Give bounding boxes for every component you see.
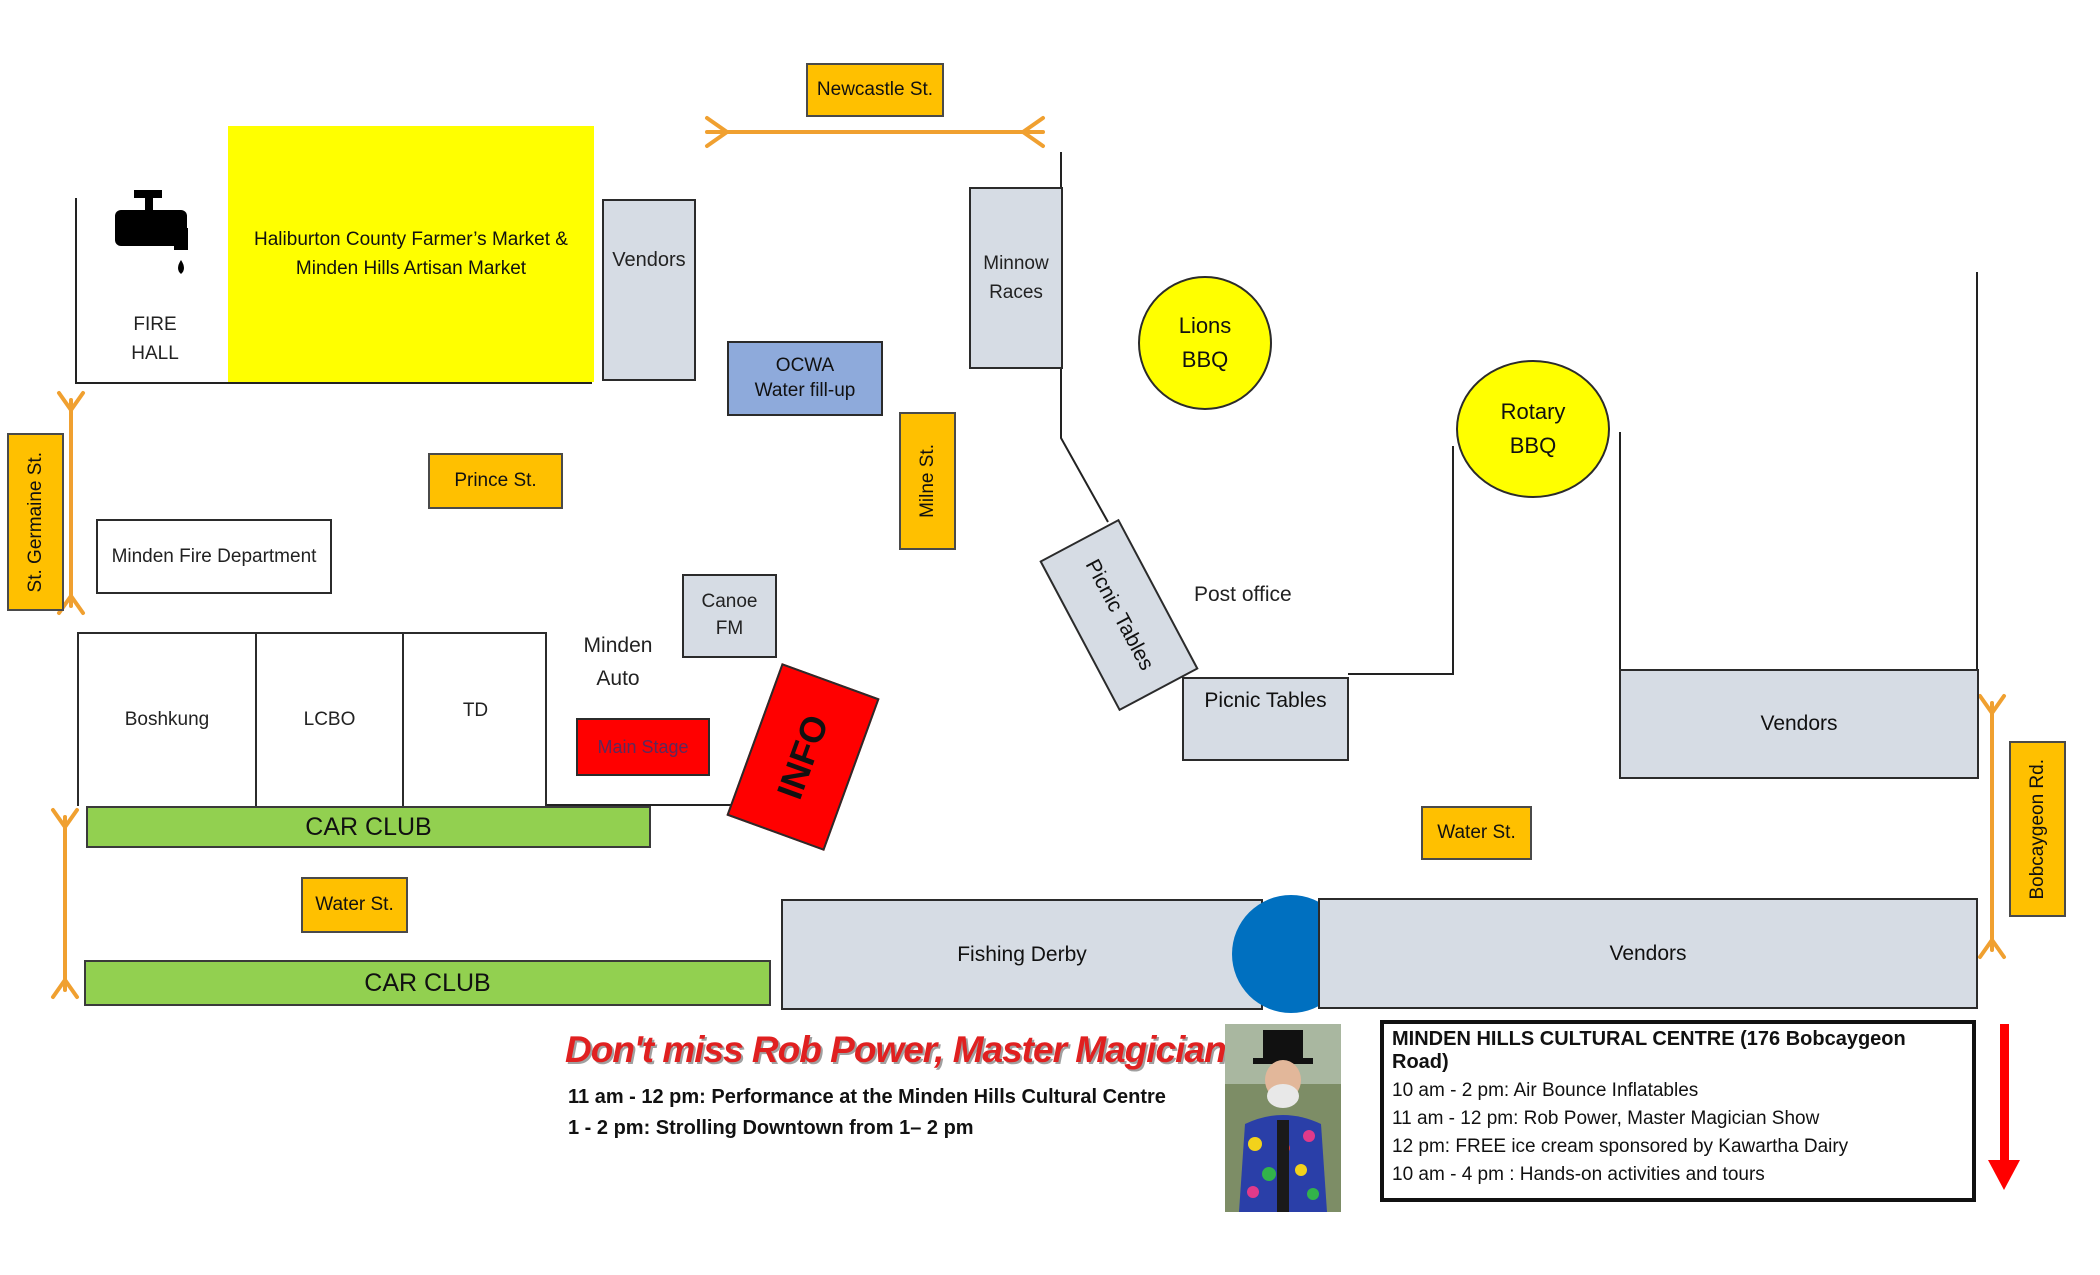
main-stage: Main Stage (576, 718, 710, 776)
minden-fire-department: Minden Fire Department (96, 519, 332, 594)
lcbo-shop: LCBO (257, 634, 404, 806)
st-germaine-street-sign: St. Germaine St. (7, 433, 64, 611)
cultural-centre-item: 11 am - 12 pm: Rob Power, Master Magicia… (1392, 1108, 1820, 1129)
vendors-bottom: Vendors (1318, 898, 1978, 1009)
st-germaine-street-label: St. Germaine St. (24, 451, 46, 593)
newcastle-street-sign: Newcastle St. (806, 63, 944, 117)
canoe-fm: Canoe FM (682, 574, 777, 658)
water-street-sign-left: Water St. (301, 877, 408, 933)
minden-auto-label: Minden Auto (583, 634, 653, 690)
magician-promo-title: Don't miss Rob Power, Master Magician! (565, 1029, 1238, 1070)
car-club-bottom: CAR CLUB (84, 960, 771, 1006)
magician-promo-line-1: 11 am - 12 pm: Performance at the Minden… (568, 1086, 1166, 1108)
vendors-top: Vendors (602, 199, 696, 381)
shops-row: Boshkung LCBO TD (77, 632, 547, 806)
cultural-centre-title: MINDEN HILLS CULTURAL CENTRE (176 Bobcay… (1392, 1028, 1906, 1073)
cultural-centre-item: 10 am - 2 pm: Air Bounce Inflatables (1392, 1080, 1699, 1101)
farmers-market: Haliburton County Farmer’s Market & Mind… (228, 126, 594, 382)
milne-street-label: Milne St. (916, 444, 938, 518)
picnic-tables-angled-label: Picnic Tables (1080, 555, 1159, 675)
fire-hall-label: FIRE HALL (131, 314, 179, 365)
magician-photo (1225, 1024, 1341, 1212)
post-office-label: Post office (1194, 583, 1292, 606)
prince-street-sign: Prince St. (428, 453, 563, 509)
red-down-arrow-icon (1988, 1024, 2020, 1190)
rotary-bbq: Rotary BBQ (1456, 360, 1610, 498)
ocwa-water-fill-up: OCWA Water fill-up (727, 341, 883, 416)
cultural-centre-schedule: MINDEN HILLS CULTURAL CENTRE (176 Bobcay… (1380, 1020, 1976, 1202)
minnow-races: Minnow Races (969, 187, 1063, 369)
cultural-centre-item: 10 am - 4 pm : Hands-on activities and t… (1392, 1164, 1765, 1185)
magician-promo-line-2: 1 - 2 pm: Strolling Downtown from 1– 2 p… (568, 1117, 974, 1139)
vendors-right: Vendors (1619, 669, 1979, 779)
water-street-sign-right: Water St. (1421, 806, 1532, 860)
lions-bbq: Lions BBQ (1138, 276, 1272, 410)
picnic-tables: Picnic Tables (1182, 677, 1349, 761)
boshkung-shop: Boshkung (79, 634, 257, 806)
td-shop: TD (462, 700, 489, 721)
car-club-top: CAR CLUB (86, 806, 651, 848)
faucet-icon (115, 190, 188, 274)
milne-street-sign: Milne St. (899, 412, 956, 550)
cultural-centre-item: 12 pm: FREE ice cream sponsored by Kawar… (1392, 1136, 1849, 1157)
bobcaygeon-road-label: Bobcaygeon Rd. (2026, 758, 2048, 900)
fishing-derby: Fishing Derby (781, 899, 1263, 1010)
info-label: INFO (768, 709, 837, 805)
magician-illustration (1225, 1024, 1341, 1212)
bobcaygeon-road-sign: Bobcaygeon Rd. (2009, 741, 2066, 917)
